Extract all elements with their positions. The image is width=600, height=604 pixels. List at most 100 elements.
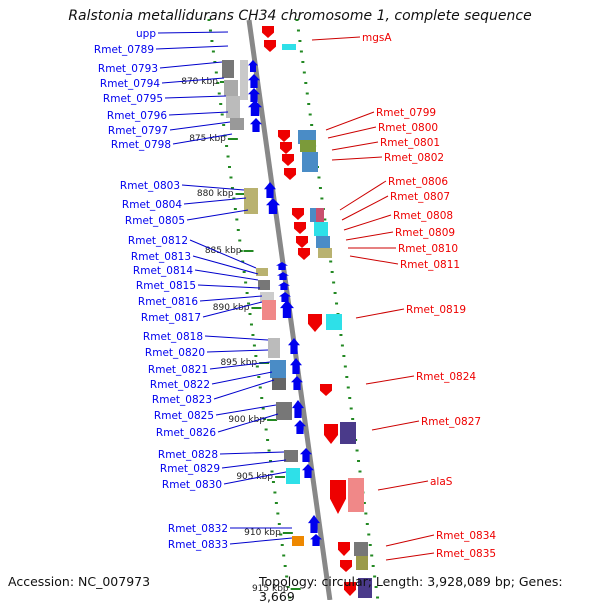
gene-arrow-reverse [284,168,296,180]
leader-line [213,379,275,400]
gene-arrow-forward [279,292,291,302]
gene-arrow-forward [266,198,280,214]
gene-label-left: Rmet_0813 [131,251,191,263]
gene-block [260,292,274,302]
gene-arrow-forward [248,88,260,102]
leader-line [355,308,405,319]
leader-line [168,111,229,116]
gene-label-left: Rmet_0825 [154,410,214,422]
gene-block [354,542,368,556]
gene-arrow-reverse [280,142,292,154]
gene-block [240,60,248,100]
gene-label-left: Rmet_0795 [103,93,163,105]
leader-line [192,255,259,275]
leader-line [157,31,229,34]
gene-block [272,378,286,390]
gene-label-right: Rmet_0835 [436,548,496,560]
leader-line [197,284,261,289]
gene-arrow-forward [310,534,322,546]
gene-arrow-forward [280,300,294,318]
gene-block [300,140,316,152]
gene-arrow-reverse [278,130,290,142]
scale-label: 870 kbp [181,77,218,87]
gene-block [268,338,280,358]
gene-label-left: Rmet_0805 [125,215,185,227]
gene-label-left: Rmet_0796 [107,110,167,122]
scale-label: 885 kbp [205,246,242,256]
scale-label: 890 kbp [213,303,250,313]
gene-label-left: Rmet_0812 [128,235,188,247]
gene-arrow-forward [292,400,304,418]
gene-label-left: Rmet_0833 [168,539,228,551]
gene-label-left: Rmet_0793 [98,63,158,75]
leader-line [365,375,415,385]
leader-line [331,156,383,161]
gene-label-left: Rmet_0829 [160,463,220,475]
gene-block [316,208,324,222]
gene-block [244,188,258,214]
gene-arrow-forward [264,182,276,198]
gene-arrow-forward [291,376,303,390]
gene-label-right: Rmet_0810 [398,243,458,255]
gene-label-right: Rmet_0819 [406,304,466,316]
gene-block [358,578,372,598]
gene-label-left: Rmet_0814 [133,265,193,277]
gene-arrow-reverse [338,542,350,556]
gene-arrow-forward [248,100,262,116]
leader-line [183,197,247,205]
leader-line [325,111,375,131]
leader-line [159,61,223,69]
leader-line [371,420,420,431]
gene-arrow-reverse [292,208,304,220]
scale-label: 910 kbp [244,528,281,538]
leader-line [385,552,435,561]
gene-label-left: Rmet_0797 [108,125,168,137]
gene-block [326,314,342,330]
gene-label-right: Rmet_0834 [436,530,496,542]
gene-arrow-reverse [344,582,356,596]
gene-arrow-reverse [330,480,346,514]
gene-label-left: Rmet_0816 [138,296,198,308]
gene-label-left: Rmet_0822 [150,379,210,391]
leader-line [172,133,233,145]
leader-line [229,537,293,545]
gene-arrow-reverse [264,40,276,52]
gene-block [256,268,268,276]
leader-line [219,451,285,455]
gene-block [282,44,296,50]
leader-line [186,209,249,221]
gene-block [286,468,300,484]
leader-line [377,480,429,491]
gene-block [258,280,270,290]
gene-label-left: Rmet_0823 [152,394,212,406]
scale-label: 895 kbp [220,358,257,368]
map-title: Ralstonia metallidurans CH34 chromosome … [68,8,532,24]
gene-arrow-forward [288,338,300,354]
leader-line [206,349,269,353]
leader-line [202,301,263,318]
gene-arrow-forward [294,420,306,434]
leader-line [343,214,392,231]
gene-label-left: Rmet_0821 [148,364,208,376]
leader-line [341,195,389,221]
gene-arrow-forward [300,448,312,462]
gene-arrow-reverse [296,236,308,248]
leader-line [199,295,263,302]
gene-label-right: Rmet_0827 [421,416,481,428]
scale-label: 905 kbp [236,472,273,482]
gene-label-left: Rmet_0815 [136,280,196,292]
gene-label-left: Rmet_0820 [145,347,205,359]
gene-label-left: Rmet_0803 [120,180,180,192]
gene-label-left: Rmet_0828 [158,449,218,461]
gene-label-left: upp [136,28,156,40]
gene-block [356,556,368,570]
gene-block [316,236,330,248]
gene-block [348,478,364,512]
gene-label-left: Rmet_0789 [94,44,154,56]
gene-block [340,422,356,444]
leader-line [385,534,435,547]
gene-block [262,300,276,320]
leader-line [215,404,277,416]
gene-arrow-forward [290,358,302,374]
